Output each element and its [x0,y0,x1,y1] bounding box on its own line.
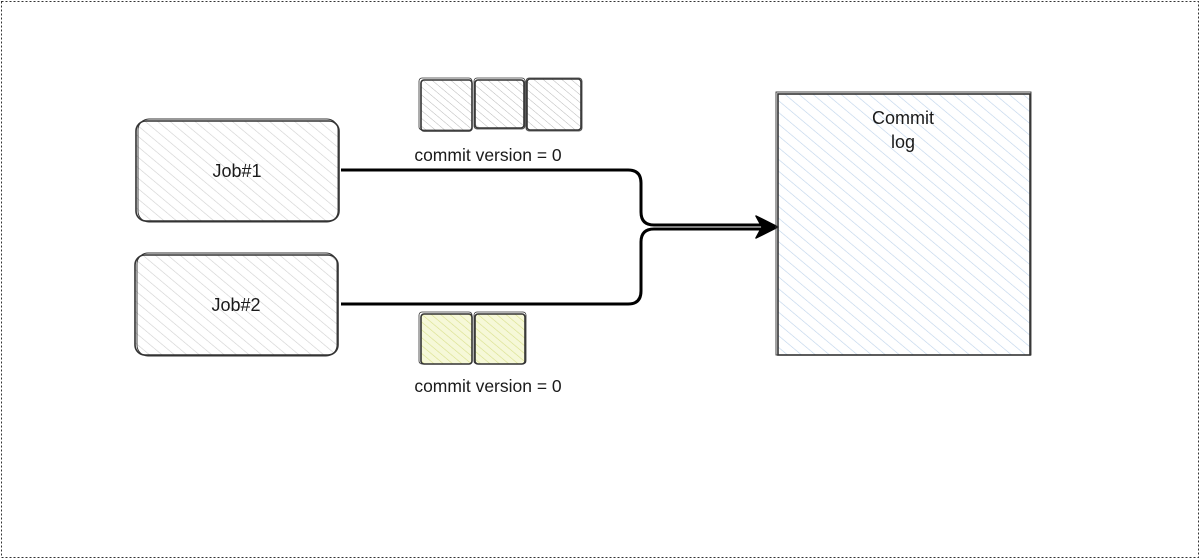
job2-chunks [418,311,527,365]
commit-log-label-line2: log [891,132,915,152]
commit-log-label-line1: Commit [872,108,934,128]
arrow-head-icon [755,215,779,239]
job2-box: Job#2 [134,252,339,357]
job1-chunks [418,77,583,132]
job2-commit-version-label: commit version = 0 [414,376,562,396]
job1-commit-version-label: commit version = 0 [414,145,562,165]
job1-label: Job#1 [212,161,261,181]
job2-to-commit-log-connector [341,227,766,306]
job2-chunk [418,311,473,365]
job2-label: Job#2 [211,295,260,315]
job1-chunk [525,77,583,132]
job1-box: Job#1 [135,118,340,223]
job1-chunk [418,77,473,132]
job2-chunk [473,311,527,365]
job1-to-commit-log-connector [341,168,766,227]
commit-log-box: Commit log [775,91,1032,356]
job1-chunk [473,77,526,130]
